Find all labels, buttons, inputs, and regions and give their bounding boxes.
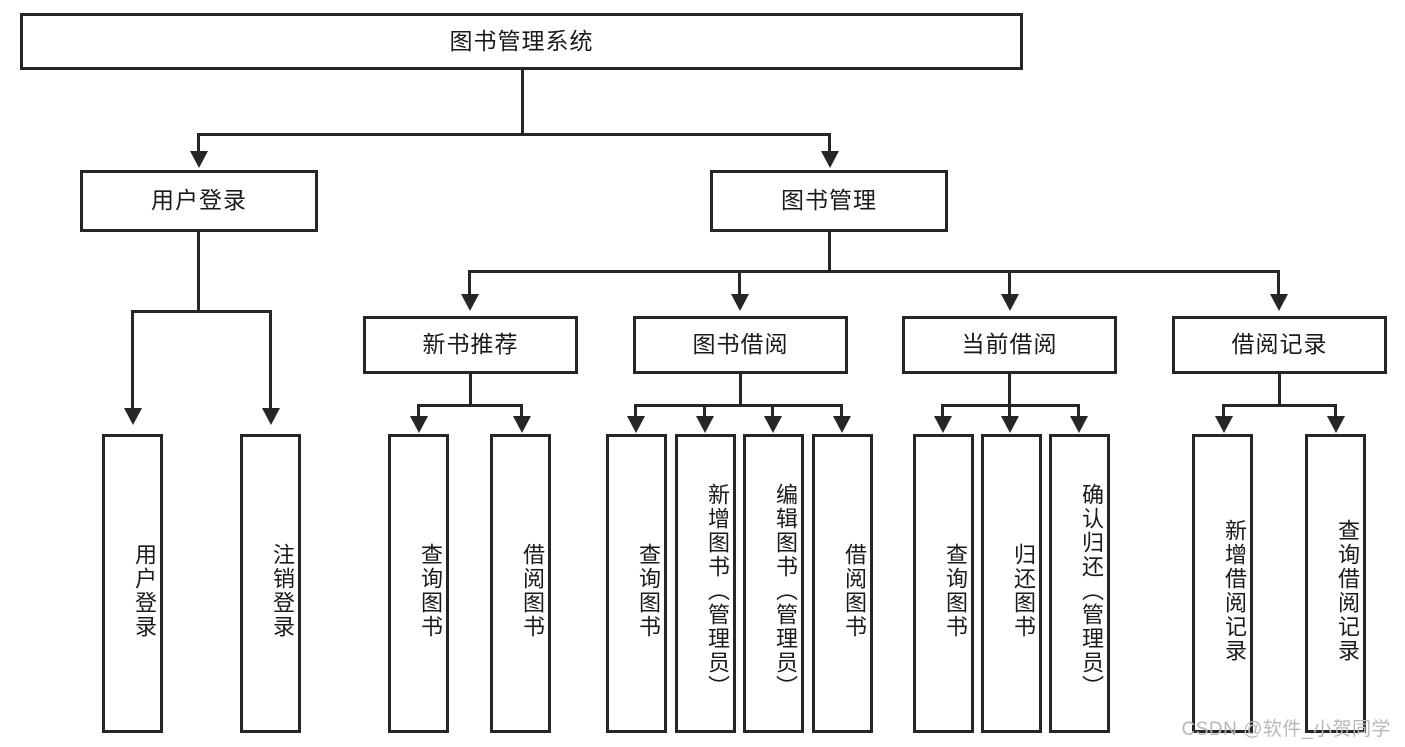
node-label: 用户登录	[151, 187, 247, 214]
leaf-borrow-record-query[interactable]: 查询借阅记录	[1305, 434, 1366, 733]
connector-cb-stem	[1008, 374, 1011, 406]
node-label: 查询图书	[943, 542, 968, 639]
arrow-cb-leaf-1	[934, 416, 952, 433]
connector-user-login-stem	[197, 232, 200, 312]
node-label: 当前借阅	[961, 331, 1058, 358]
arrow-user-login-leaf-1	[124, 408, 142, 425]
node-label: 查询图书	[418, 542, 443, 639]
connector-bb-drop-3	[771, 404, 774, 418]
node-label: 查询图书	[636, 542, 661, 639]
node-label: 确认归还（管理员）	[1079, 482, 1104, 699]
node-new-book-recommend[interactable]: 新书推荐	[363, 316, 578, 374]
connector-cb-drop-1	[941, 404, 944, 418]
arrow-nbr-leaf-2	[513, 416, 531, 433]
connector-br-stem	[1278, 374, 1281, 406]
connector-nbr-drop-2	[520, 404, 523, 418]
leaf-current-borrow-return[interactable]: 归还图书	[981, 434, 1042, 733]
node-label: 新增借阅记录	[1222, 518, 1247, 663]
node-label: 借阅图书	[842, 542, 867, 639]
arrow-bm-to-borrow-record	[1270, 294, 1288, 311]
arrow-bm-to-new-book	[461, 294, 479, 311]
connector-bm-drop-2	[738, 270, 741, 296]
leaf-book-borrow-add[interactable]: 新增图书（管理员）	[675, 434, 736, 733]
leaf-book-borrow-borrow[interactable]: 借阅图书	[812, 434, 873, 733]
connector-cb-drop-3	[1077, 404, 1080, 418]
node-label: 编辑图书（管理员）	[773, 482, 798, 699]
node-label: 图书借阅	[692, 331, 789, 358]
node-borrow-record[interactable]: 借阅记录	[1172, 316, 1387, 374]
connector-root-to-book-manage	[828, 133, 831, 153]
arrow-root-to-user-login	[190, 151, 208, 168]
node-user-login[interactable]: 用户登录	[80, 170, 318, 232]
leaf-user-login-login[interactable]: 用户登录	[102, 434, 163, 733]
connector-user-login-drop-1	[131, 310, 134, 410]
connector-br-drop-2	[1334, 404, 1337, 418]
arrow-nbr-leaf-1	[410, 416, 428, 433]
node-root-system[interactable]: 图书管理系统	[20, 13, 1023, 70]
node-label: 借阅记录	[1231, 331, 1328, 358]
connector-nbr-stem	[469, 374, 472, 406]
arrow-bb-leaf-1	[627, 416, 645, 433]
node-label: 注销登录	[270, 542, 295, 639]
arrow-bb-leaf-4	[833, 416, 851, 433]
connector-br-bus	[1222, 404, 1337, 407]
node-label: 图书管理	[781, 187, 877, 214]
node-label: 用户登录	[132, 542, 157, 639]
node-label: 借阅图书	[520, 542, 545, 639]
connector-root-stem	[521, 70, 524, 135]
leaf-new-book-query[interactable]: 查询图书	[388, 434, 449, 733]
leaf-new-book-borrow[interactable]: 借阅图书	[490, 434, 551, 733]
node-label: 新增图书（管理员）	[705, 482, 730, 699]
node-label: 图书管理系统	[449, 27, 594, 54]
connector-root-bus	[197, 133, 831, 136]
node-label: 新书推荐	[422, 331, 519, 358]
arrow-user-login-leaf-2	[262, 408, 280, 425]
node-label: 归还图书	[1011, 542, 1036, 639]
connector-bb-bus	[634, 404, 843, 407]
connector-root-to-user-login	[197, 133, 200, 153]
arrow-bb-leaf-3	[764, 416, 782, 433]
connector-book-management-bus	[468, 270, 1280, 273]
connector-user-login-bus	[131, 310, 272, 313]
leaf-current-borrow-query[interactable]: 查询图书	[913, 434, 974, 733]
arrow-cb-leaf-3	[1070, 416, 1088, 433]
connector-bm-drop-3	[1008, 270, 1011, 296]
arrow-root-to-book-manage	[821, 151, 839, 168]
arrow-br-leaf-1	[1215, 416, 1233, 433]
connector-book-management-stem	[828, 232, 831, 272]
leaf-borrow-record-add[interactable]: 新增借阅记录	[1192, 434, 1253, 733]
node-book-borrow[interactable]: 图书借阅	[633, 316, 848, 374]
leaf-book-borrow-query[interactable]: 查询图书	[606, 434, 667, 733]
connector-cb-drop-2	[1008, 404, 1011, 418]
node-current-borrow[interactable]: 当前借阅	[902, 316, 1117, 374]
connector-nbr-drop-1	[417, 404, 420, 418]
leaf-user-login-logout[interactable]: 注销登录	[240, 434, 301, 733]
arrow-bb-leaf-2	[696, 416, 714, 433]
connector-bb-stem	[739, 374, 742, 406]
arrow-bm-to-current-borrow	[1001, 294, 1019, 311]
node-book-management[interactable]: 图书管理	[710, 170, 948, 232]
arrow-cb-leaf-2	[1001, 416, 1019, 433]
connector-nbr-bus	[417, 404, 523, 407]
leaf-current-borrow-confirm-return[interactable]: 确认归还（管理员）	[1049, 434, 1110, 733]
watermark-text: CSDN @软件_小贺同学	[1181, 719, 1391, 740]
connector-br-drop-1	[1222, 404, 1225, 418]
connector-bb-drop-2	[703, 404, 706, 418]
leaf-book-borrow-edit[interactable]: 编辑图书（管理员）	[743, 434, 804, 733]
connector-user-login-drop-2	[269, 310, 272, 410]
connector-bb-drop-4	[840, 404, 843, 418]
connector-bb-drop-1	[634, 404, 637, 418]
connector-bm-drop-4	[1277, 270, 1280, 296]
arrow-br-leaf-2	[1327, 416, 1345, 433]
connector-bm-drop-1	[468, 270, 471, 296]
arrow-bm-to-book-borrow	[731, 294, 749, 311]
node-label: 查询借阅记录	[1335, 518, 1360, 663]
